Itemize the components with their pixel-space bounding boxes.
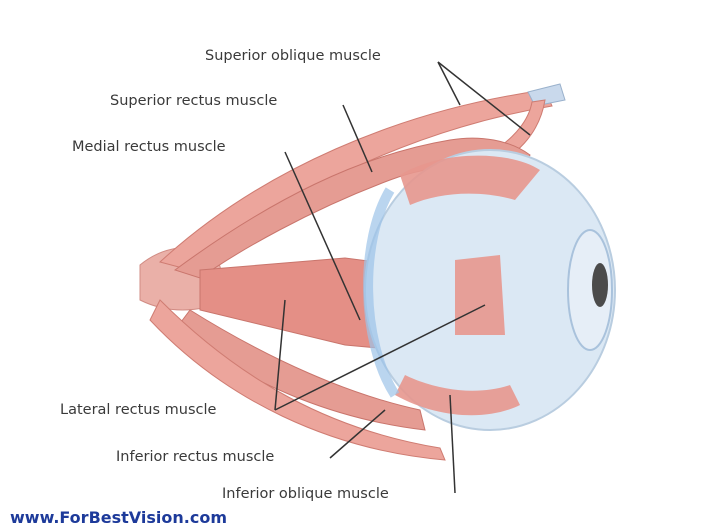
lateral-rectus-label: Lateral rectus muscle <box>60 402 216 418</box>
superior-rectus-label: Superior rectus muscle <box>110 93 277 109</box>
inferior-rectus-label: Inferior rectus muscle <box>116 449 274 465</box>
lateral-insertion-shape <box>455 255 505 335</box>
medial-rectus-label: Medial rectus muscle <box>72 139 226 155</box>
pupil-shape <box>592 263 608 307</box>
watermark-text: www.ForBestVision.com <box>10 508 227 527</box>
inferior-oblique-label: Inferior oblique muscle <box>222 486 389 502</box>
superior-oblique-label: Superior oblique muscle <box>205 48 381 64</box>
